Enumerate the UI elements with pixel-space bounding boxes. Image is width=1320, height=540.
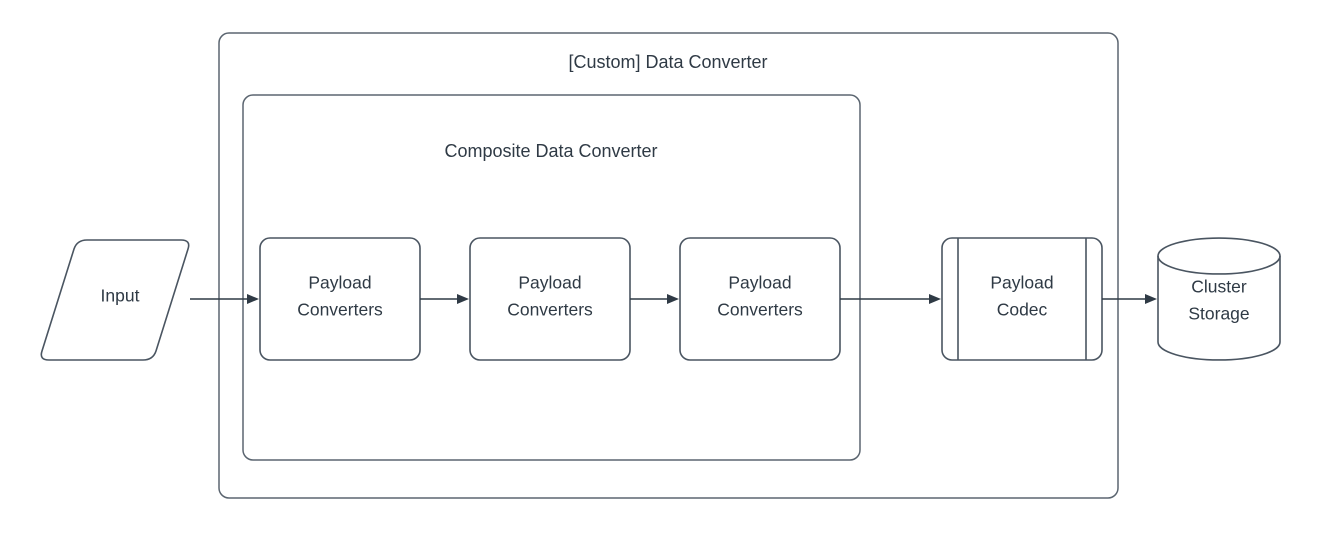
container-composite-data-converter-label: Composite Data Converter: [444, 141, 657, 161]
edge-payload-converters-2-to-3: [630, 294, 679, 304]
node-cluster-storage-top-ellipse: [1157, 255, 1281, 275]
node-payload-converters-2-label-line1: Payload: [518, 273, 581, 293]
edge-payload-converters-1-to-2: [420, 294, 469, 304]
node-input[interactable]: Input: [40, 239, 190, 361]
arrow-head-icon: [457, 294, 469, 304]
arrow-head-icon: [929, 294, 941, 304]
node-input-shape: [40, 239, 190, 361]
node-payload-converters-3-label-line2: Converters: [717, 300, 803, 320]
arrow-head-icon: [667, 294, 679, 304]
container-custom-data-converter-label: [Custom] Data Converter: [568, 52, 767, 72]
edge-payload-converters-3-to-payload-codec: [840, 294, 941, 304]
container-composite-data-converter[interactable]: Composite Data Converter: [242, 94, 861, 461]
node-cluster-storage-body: [1157, 237, 1281, 361]
node-payload-converters-1[interactable]: Payload Converters: [259, 237, 421, 361]
arrow-head-icon: [1145, 294, 1157, 304]
node-cluster-storage-label-line1: Cluster: [1191, 277, 1247, 297]
node-payload-converters-2-label-line2: Converters: [507, 300, 593, 320]
node-payload-converters-1-label-line2: Converters: [297, 300, 383, 320]
node-payload-converters-1-label-line1: Payload: [308, 273, 371, 293]
node-payload-codec-label-line2: Codec: [997, 300, 1048, 320]
node-payload-codec-label-line1: Payload: [990, 273, 1053, 293]
node-cluster-storage[interactable]: Cluster Storage: [1157, 237, 1281, 361]
arrow-head-icon: [247, 294, 259, 304]
edge-input-to-payload-converters-1: [190, 294, 259, 304]
node-payload-converters-3-label-line1: Payload: [728, 273, 791, 293]
node-cluster-storage-label-line2: Storage: [1188, 304, 1249, 324]
node-input-label: Input: [101, 286, 140, 306]
container-composite-data-converter-box: [242, 94, 861, 461]
edge-payload-codec-to-cluster-storage: [1102, 294, 1157, 304]
